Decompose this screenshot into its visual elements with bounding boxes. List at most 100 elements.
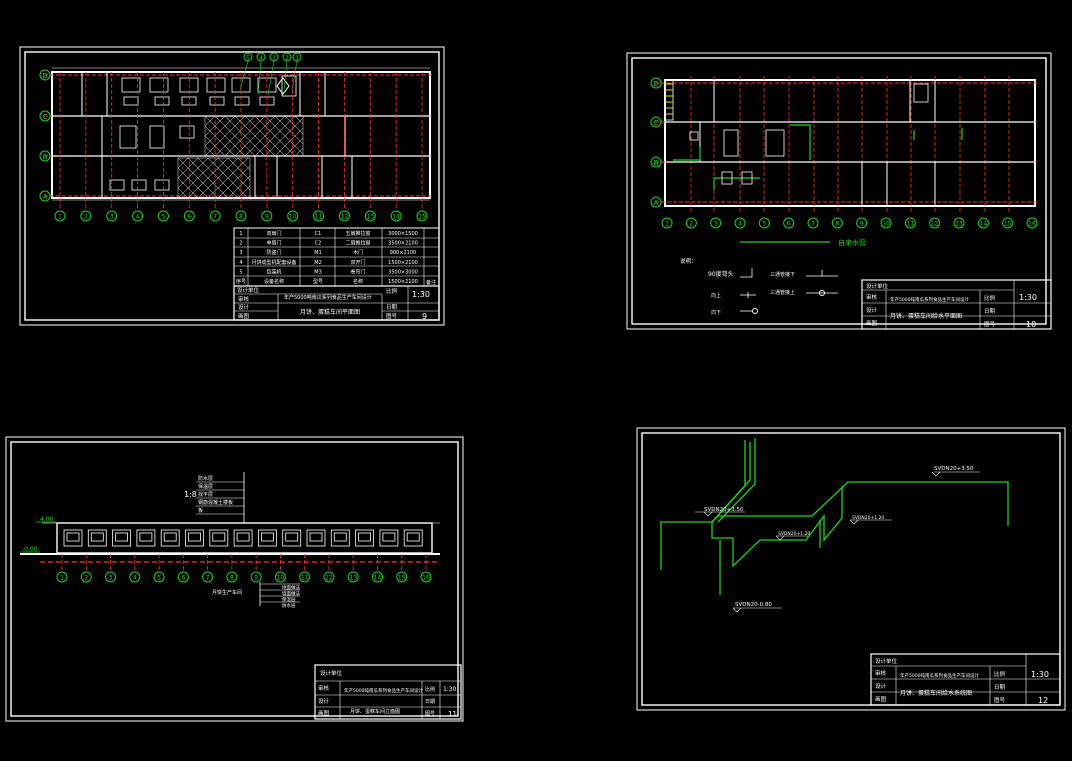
svg-text:三通管接上: 三通管接上: [770, 289, 795, 296]
axis-col-label: 9: [860, 221, 864, 228]
svg-text:审核: 审核: [866, 293, 878, 301]
svg-text:画图: 画图: [866, 319, 878, 327]
axis-col-label: 10: [882, 221, 890, 228]
sheet-9-axis-row-label: C: [43, 113, 48, 121]
sheet-12-inner-border: [641, 432, 1061, 706]
sheet-12[interactable]: SVDN20+3.50 SVDN20+3.50 SVDN20+1.20 SVDN…: [636, 427, 1066, 711]
axis-col-label: 3: [714, 221, 718, 228]
sheet-9-axis-rows: D C B A: [39, 69, 51, 202]
axis-col-label: 15: [418, 214, 426, 221]
axis-col-label: 7: [213, 214, 217, 221]
svg-text:保温层: 保温层: [198, 483, 213, 490]
svg-text:墙面做法: 墙面做法: [282, 590, 300, 597]
axis-col-label: 14: [980, 221, 988, 228]
svg-text:向下: 向下: [711, 309, 721, 316]
door-table-cell: 型号: [313, 278, 323, 285]
svg-text:90度弯头: 90度弯头: [708, 270, 734, 278]
axis-col-label: 4: [738, 221, 742, 228]
svg-text:画图: 画图: [875, 695, 887, 703]
pipe-label-1: SVDN20+3.50: [704, 507, 744, 513]
svg-text:1:30: 1:30: [1019, 293, 1037, 302]
door-table-cell: 1500×2100: [388, 260, 418, 266]
sheet-11-bottom-notes: 月饼生产车间 地面做法 墙面做法 保温层 防水层: [212, 582, 300, 609]
axis-col-label: 12: [325, 575, 333, 582]
door-table-cell: 3500×2100: [388, 241, 418, 247]
axis-col-label: 12: [341, 214, 349, 221]
door-table-cell: 设备名称: [264, 278, 284, 285]
svg-text:画图: 画图: [238, 312, 250, 320]
svg-text:设计单位: 设计单位: [320, 669, 343, 677]
axis-col-label: 5: [162, 214, 166, 221]
axis-col-label: 8: [835, 221, 839, 228]
svg-text:设计单位: 设计单位: [866, 282, 889, 290]
svg-text:图号: 图号: [994, 696, 1006, 704]
sheet-10-legend: 说明： 90度弯头 三通管接下 向上 三通管接上 向下: [680, 257, 838, 316]
svg-text:月饼、蛋糕车间给水平面图: 月饼、蛋糕车间给水平面图: [890, 312, 962, 320]
legend-title: 说明：: [680, 257, 697, 265]
door-table-cell: M1: [314, 250, 322, 256]
axis-col-label: 5: [157, 575, 161, 582]
axis-col-label: 15: [398, 575, 406, 582]
door-table-cell: 五扇推拉窗: [345, 230, 370, 237]
svg-text:钢筋混凝土楼板: 钢筋混凝土楼板: [198, 499, 233, 506]
sheet-9-axis-row-label: D: [42, 72, 47, 80]
door-table-cell: 3500×3000: [388, 269, 418, 275]
door-table-cell: 900×2100: [390, 250, 416, 256]
door-table-cell: C1: [315, 231, 322, 237]
svg-text:2: 2: [285, 55, 289, 62]
svg-text:找平层: 找平层: [198, 491, 213, 498]
axis-col-label: 13: [349, 575, 357, 582]
svg-text:12: 12: [1038, 696, 1048, 705]
sheet-11-outer-border: [5, 436, 464, 722]
door-table-cell: 双开门: [350, 259, 365, 266]
door-table-remark: 备注: [426, 279, 436, 286]
axis-col-label: 14: [374, 575, 382, 582]
svg-text:1:30: 1:30: [443, 686, 457, 693]
svg-text:比例: 比例: [994, 670, 1006, 678]
door-table-cell: 月饼成型机配套设备: [251, 259, 296, 266]
svg-text:11: 11: [448, 710, 457, 718]
door-table-cell: 单扇门: [266, 240, 281, 247]
svg-text:日期: 日期: [994, 684, 1006, 691]
axis-col-label: 13: [955, 221, 963, 228]
svg-text:D: D: [653, 80, 658, 88]
axis-col-label: 8: [230, 575, 234, 582]
door-table-cell: 名称: [353, 278, 363, 285]
axis-col-label: 12: [931, 221, 939, 228]
door-table-cell: 4: [239, 260, 242, 266]
project-name: 年产5000吨南瓜系列食品生产车间设计: [284, 294, 372, 301]
axis-col-label: 8: [239, 214, 243, 221]
door-table-cell: 序号: [236, 278, 246, 285]
sheet-12-title-block: 设计单位 审核 设计 画图 年产5000吨南瓜系列食品生产车间设计 月饼、蛋糕车…: [870, 653, 1061, 706]
svg-text:3: 3: [272, 55, 276, 62]
svg-text:1:30: 1:30: [1031, 670, 1049, 679]
axis-col-label: 4: [136, 214, 140, 221]
door-table-cell: 防盗门: [266, 249, 281, 256]
svg-text:设计: 设计: [318, 697, 330, 705]
svg-text:月饼、蛋糕车间立面图: 月饼、蛋糕车间立面图: [350, 708, 400, 715]
axis-col-label: 1: [60, 575, 64, 582]
svg-text:年产5000吨南瓜系列食品生产车间设计: 年产5000吨南瓜系列食品生产车间设计: [344, 687, 423, 694]
svg-text:保温层: 保温层: [282, 596, 296, 603]
axis-col-label: 1: [665, 221, 669, 228]
axis-col-label: 13: [366, 214, 374, 221]
axis-col-label: 9: [265, 214, 269, 221]
sheet-9-axis-row-label: A: [43, 193, 48, 201]
svg-text:防水层: 防水层: [282, 602, 296, 609]
pipe-label: 自来水管: [838, 238, 866, 247]
svg-text:地面做法: 地面做法: [282, 584, 300, 591]
svg-text:年产5000吨南瓜系列食品生产车间设计: 年产5000吨南瓜系列食品生产车间设计: [890, 296, 969, 303]
door-table-cell: M3: [314, 269, 322, 275]
axis-col-label: 6: [787, 221, 791, 228]
svg-text:月饼、蛋糕车间给水系统图: 月饼、蛋糕车间给水系统图: [900, 689, 972, 697]
svg-text:图号: 图号: [386, 312, 398, 320]
svg-text:审核: 审核: [238, 295, 250, 303]
door-table-cell: M2: [314, 260, 322, 266]
drawing-title: 月饼、蛋糕车间平面图: [300, 308, 360, 316]
